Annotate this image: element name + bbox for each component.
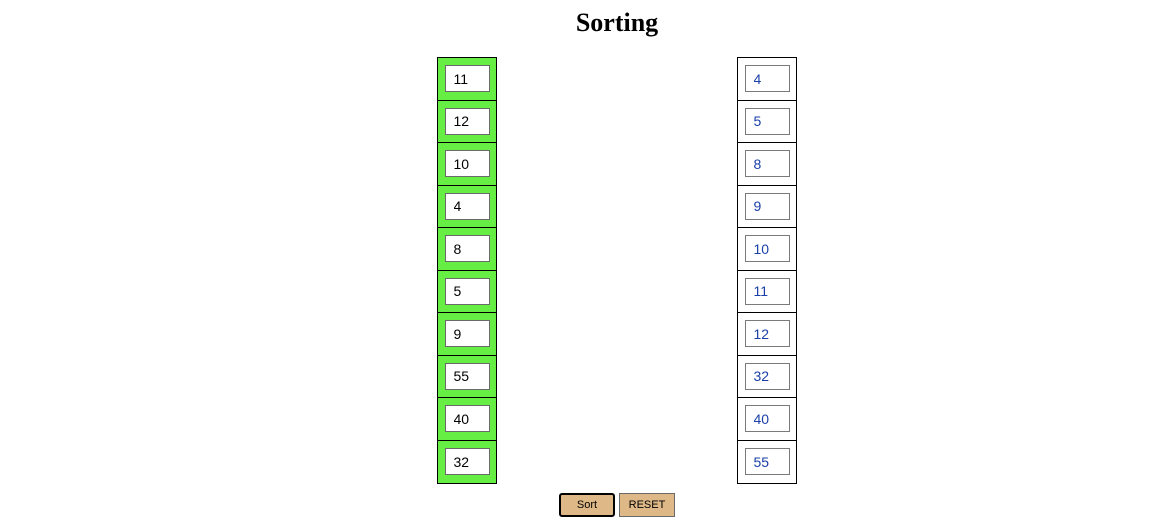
- button-group: Sort RESET: [559, 493, 675, 517]
- sorted-input-9[interactable]: [744, 405, 790, 433]
- unsorted-cell: [438, 143, 496, 186]
- unsorted-column: [437, 57, 497, 484]
- unsorted-cell: [438, 270, 496, 313]
- unsorted-input-2[interactable]: [444, 107, 490, 135]
- unsorted-input-7[interactable]: [444, 320, 490, 348]
- unsorted-cell: [438, 185, 496, 228]
- unsorted-cell: [438, 398, 496, 441]
- unsorted-input-8[interactable]: [444, 362, 490, 390]
- sorted-cell: [738, 58, 796, 101]
- unsorted-input-3[interactable]: [444, 150, 490, 178]
- unsorted-input-9[interactable]: [444, 405, 490, 433]
- sorted-input-8[interactable]: [744, 362, 790, 390]
- sorted-cell: [738, 228, 796, 271]
- unsorted-cell: [438, 355, 496, 398]
- sorted-cell: [738, 270, 796, 313]
- sorted-cell: [738, 143, 796, 186]
- sorted-input-10[interactable]: [744, 448, 790, 476]
- unsorted-cell: [438, 100, 496, 143]
- unsorted-input-6[interactable]: [444, 277, 490, 305]
- unsorted-input-5[interactable]: [444, 235, 490, 263]
- sort-button[interactable]: Sort: [559, 493, 615, 517]
- reset-button[interactable]: RESET: [619, 493, 675, 517]
- page-title: Sorting: [575, 8, 659, 37]
- sorted-input-5[interactable]: [744, 235, 790, 263]
- sorted-cell: [738, 100, 796, 143]
- sorted-cell: [738, 355, 796, 398]
- unsorted-cell: [438, 228, 496, 271]
- sorted-cell: [738, 398, 796, 441]
- unsorted-cell: [438, 313, 496, 356]
- unsorted-cell: [438, 58, 496, 101]
- unsorted-input-1[interactable]: [444, 65, 490, 93]
- sorted-cell: [738, 440, 796, 483]
- sorted-input-6[interactable]: [744, 277, 790, 305]
- unsorted-input-4[interactable]: [444, 192, 490, 220]
- sorted-input-1[interactable]: [744, 65, 790, 93]
- sorted-input-2[interactable]: [744, 107, 790, 135]
- unsorted-cell: [438, 440, 496, 483]
- sorted-input-3[interactable]: [744, 150, 790, 178]
- sorted-cell: [738, 313, 796, 356]
- unsorted-input-10[interactable]: [444, 448, 490, 476]
- sorted-column: [737, 57, 797, 484]
- sorted-input-7[interactable]: [744, 320, 790, 348]
- sorted-input-4[interactable]: [744, 192, 790, 220]
- sorted-cell: [738, 185, 796, 228]
